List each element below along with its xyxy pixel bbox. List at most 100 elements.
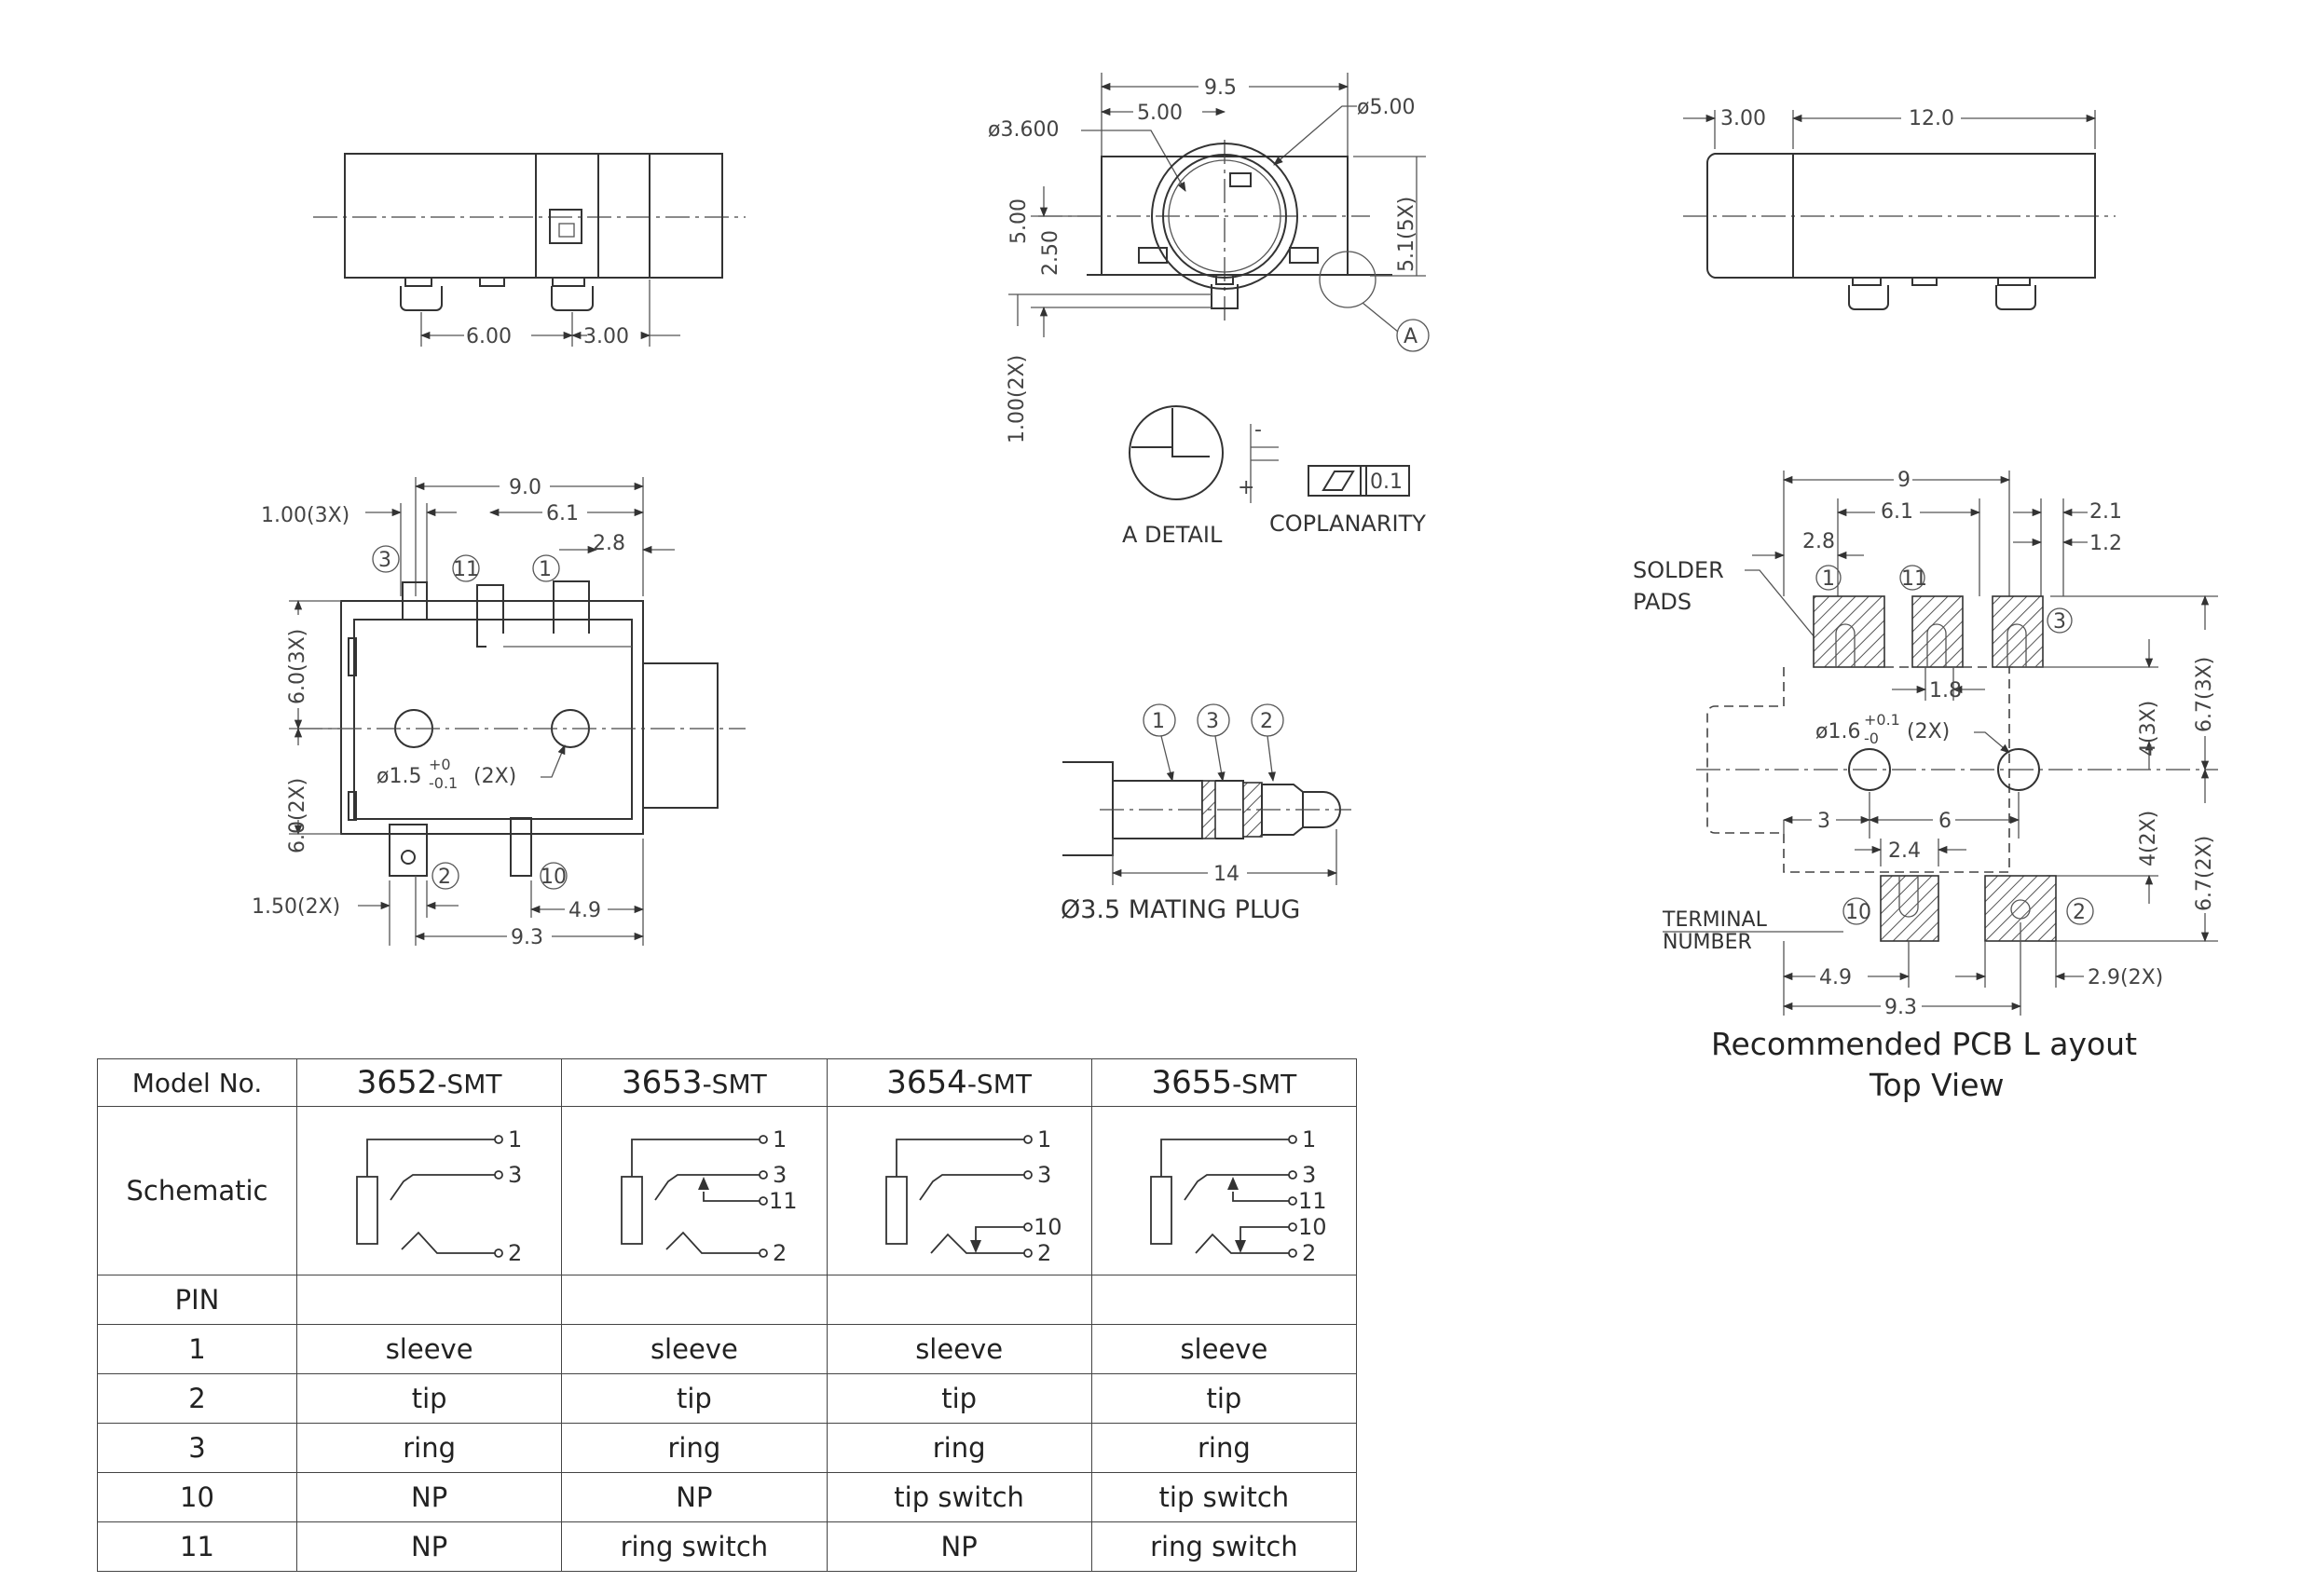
pcb-hole-dim-upper: +0.1 <box>1864 711 1900 729</box>
pin-function-cell: ring <box>561 1423 828 1473</box>
table-row: 11 NP ring switch NP ring switch <box>97 1521 1358 1572</box>
dim-3-00-right: 3.00 <box>1720 107 1766 130</box>
schematic-cell-3653: 1 3 11 2 <box>561 1106 828 1275</box>
pin-number-cell: 3 <box>97 1423 297 1473</box>
dim-6-0-3x: 6.0(3X) <box>286 629 309 704</box>
pcb-dim-6: 6 <box>1938 810 1952 833</box>
table-row: 3 ring ring ring ring <box>97 1423 1358 1473</box>
pin-callout-10: 10 <box>541 866 567 889</box>
pcb-hole-dim-main: ø1.6 <box>1815 720 1860 743</box>
schem-pin-1: 1 <box>1037 1126 1051 1153</box>
dim-3-00: 3.00 <box>583 325 629 348</box>
pcb-dim-2-9-2x: 2.9(2X) <box>2088 966 2163 989</box>
pin-function-cell: tip <box>295 1373 563 1424</box>
solder-label-1: SOLDER <box>1633 557 1724 583</box>
dim-5-1-5x: 5.1(5X) <box>1395 197 1418 272</box>
pcb-dim-9-3: 9.3 <box>1884 996 1917 1019</box>
schematic-3653: 1 3 11 2 <box>620 1126 797 1266</box>
pad-pin-2: 2 <box>2073 901 2086 924</box>
dim-6-1: 6.1 <box>546 502 579 525</box>
model-suffix: -SMT <box>437 1069 502 1099</box>
dim-1-00-3x: 1.00(3X) <box>261 504 349 527</box>
table-row: 2 tip tip tip tip <box>97 1373 1358 1424</box>
pcb-layout: 9 6.1 2.8 2.1 1.2 SOLDER PADS 1 11 3 <box>1633 469 2218 1103</box>
plug-caption: Ø3.5 MATING PLUG <box>1061 895 1300 924</box>
table-row: 1 sleeve sleeve sleeve sleeve <box>97 1324 1358 1374</box>
pin-function-cell: sleeve <box>561 1324 828 1374</box>
mating-plug: 1 3 2 14 Ø3.5 MATING PLUG <box>1061 703 1351 924</box>
dim-1-50-2x: 1.50(2X) <box>252 895 340 919</box>
dim-dia-3-6: ø3.600 <box>988 118 1059 142</box>
pcb-dim-1-8: 1.8 <box>1929 679 1962 703</box>
schem-pin-2: 2 <box>508 1240 522 1266</box>
pin-function-cell: ring switch <box>561 1521 828 1572</box>
schem-pin-3: 3 <box>1302 1162 1316 1188</box>
pcb-dim-2-8: 2.8 <box>1802 530 1835 553</box>
a-detail: - + A DETAIL 0.1 COPLANARITY <box>1122 405 1426 548</box>
dim-9-3: 9.3 <box>511 926 543 949</box>
plug-pin-2: 2 <box>1260 710 1273 733</box>
pcb-dim-1-2: 1.2 <box>2089 532 2122 555</box>
pin-number-cell: 2 <box>97 1373 297 1424</box>
pcb-hole-dim-lower: -0 <box>1864 730 1879 747</box>
pin-function-cell: NP <box>295 1472 563 1522</box>
hole-dim-suffix: (2X) <box>473 765 516 788</box>
pad-pin-10: 10 <box>1845 901 1871 924</box>
empty-cell <box>1090 1275 1358 1325</box>
pin-header-row: PIN <box>97 1275 1358 1325</box>
pin-table: Model No. 3652-SMT 3653-SMT 3654-SMT 365… <box>97 1058 1358 1572</box>
schem-pin-1: 1 <box>508 1126 522 1153</box>
hole-dim-upper: +0 <box>429 756 451 773</box>
dim-4-9: 4.9 <box>568 899 601 922</box>
pin-number-cell: 10 <box>97 1472 297 1522</box>
pad-pin-1: 1 <box>1822 567 1835 591</box>
pin-function-cell: tip <box>826 1373 1092 1424</box>
schem-pin-11: 11 <box>1298 1188 1327 1214</box>
side-view-left: 6.00 3.00 <box>313 153 746 348</box>
dim-5-00-vert: 5.00 <box>1007 198 1031 244</box>
schematic-3655: 1 3 11 10 2 <box>1150 1126 1327 1266</box>
schematic-row: Schematic 1 3 2 1 <box>97 1106 1358 1275</box>
bottom-view: 9.0 1.00(3X) 6.1 2.8 3 11 1 <box>252 476 746 949</box>
pcb-dim-4-2x: 4(2X) <box>2137 811 2160 866</box>
model-cell-3655: 3655-SMT <box>1090 1058 1358 1107</box>
model-cell-3653: 3653-SMT <box>561 1058 828 1107</box>
hole-dim-lower: -0.1 <box>429 774 458 792</box>
pcb-dim-2-4: 2.4 <box>1888 839 1921 863</box>
pin-callout-1: 1 <box>539 558 552 581</box>
table-row: 10 NP NP tip switch tip switch <box>97 1472 1358 1522</box>
detail-label: A DETAIL <box>1122 522 1223 548</box>
pcb-dim-6-7-2x: 6.7(2X) <box>2193 836 2216 911</box>
solder-label-2: PADS <box>1633 589 1692 615</box>
terminal-label-2: NUMBER <box>1663 931 1752 954</box>
pcb-dim-6-1: 6.1 <box>1881 500 1913 524</box>
model-cell-3652: 3652-SMT <box>295 1058 563 1107</box>
dim-6-00: 6.00 <box>466 325 512 348</box>
pcb-dim-4-3x: 4(3X) <box>2137 701 2160 757</box>
table-header-row: Model No. 3652-SMT 3653-SMT 3654-SMT 365… <box>97 1058 1358 1107</box>
dim-2-8: 2.8 <box>593 532 625 555</box>
model-suffix: -SMT <box>702 1069 767 1099</box>
terminal-label-1: TERMINAL <box>1662 908 1768 932</box>
schem-pin-2: 2 <box>773 1240 787 1266</box>
side-view-right: 3.00 12.0 <box>1683 107 2116 310</box>
schem-pin-10: 10 <box>1298 1214 1327 1240</box>
pin-function-cell: sleeve <box>295 1324 563 1374</box>
model-number: 3655 <box>1151 1064 1233 1101</box>
schem-pin-1: 1 <box>1302 1126 1316 1153</box>
dim-9-0: 9.0 <box>509 476 541 499</box>
pin-function-cell: tip <box>561 1373 828 1424</box>
schematic-cell-3652: 1 3 2 <box>295 1106 563 1275</box>
empty-cell <box>826 1275 1092 1325</box>
front-view: 9.5 5.00 ø3.600 ø5.00 A 5.00 2.50 <box>988 73 1430 443</box>
schematic-3652: 1 3 2 <box>355 1126 522 1266</box>
dim-6-0-2x: 6.0(2X) <box>286 778 309 853</box>
model-number: 3653 <box>622 1064 703 1101</box>
model-header-cell: Model No. <box>97 1058 297 1107</box>
pin-header-cell: PIN <box>97 1275 297 1325</box>
model-suffix: -SMT <box>1232 1069 1297 1099</box>
detail-marker-a: A <box>1404 325 1418 348</box>
pin-function-cell: tip <box>1090 1373 1358 1424</box>
model-number: 3654 <box>886 1064 967 1101</box>
